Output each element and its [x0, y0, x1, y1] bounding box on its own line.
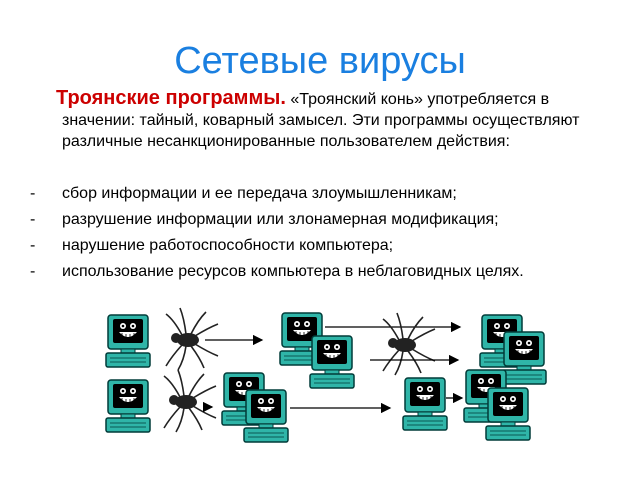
bullet-marker: - [30, 263, 36, 280]
computer-icon [309, 335, 355, 389]
computer-icon [105, 379, 151, 433]
bullet-marker: - [30, 211, 36, 228]
spider-icon [165, 307, 219, 371]
intro-text: «Троянский конь» употребляется в значени… [62, 91, 580, 150]
list-item: -разрушение информации или злонамерная м… [30, 207, 620, 233]
list-item: -использование ресурсов компьютера в неб… [30, 259, 620, 285]
spider-icon [163, 369, 217, 433]
computer-icon [243, 389, 289, 443]
bullet-marker: - [30, 185, 36, 202]
list-item: -сбор информации и ее передача злоумышле… [30, 181, 620, 207]
intro-paragraph: Троянские программы. «Троянский конь» уп… [56, 88, 602, 152]
spider-icon [382, 312, 436, 376]
bullet-list: -сбор информации и ее передача злоумышле… [30, 181, 620, 285]
computer-icon [501, 331, 547, 385]
computer-icon [105, 314, 151, 368]
computer-icon [402, 377, 448, 431]
bullet-marker: - [30, 237, 36, 254]
computer-icon [485, 387, 531, 441]
list-item: -нарушение работоспособности компьютера; [30, 233, 620, 259]
lead-heading: Троянские программы. [56, 87, 286, 109]
slide-title: Сетевые вирусы [174, 40, 466, 82]
